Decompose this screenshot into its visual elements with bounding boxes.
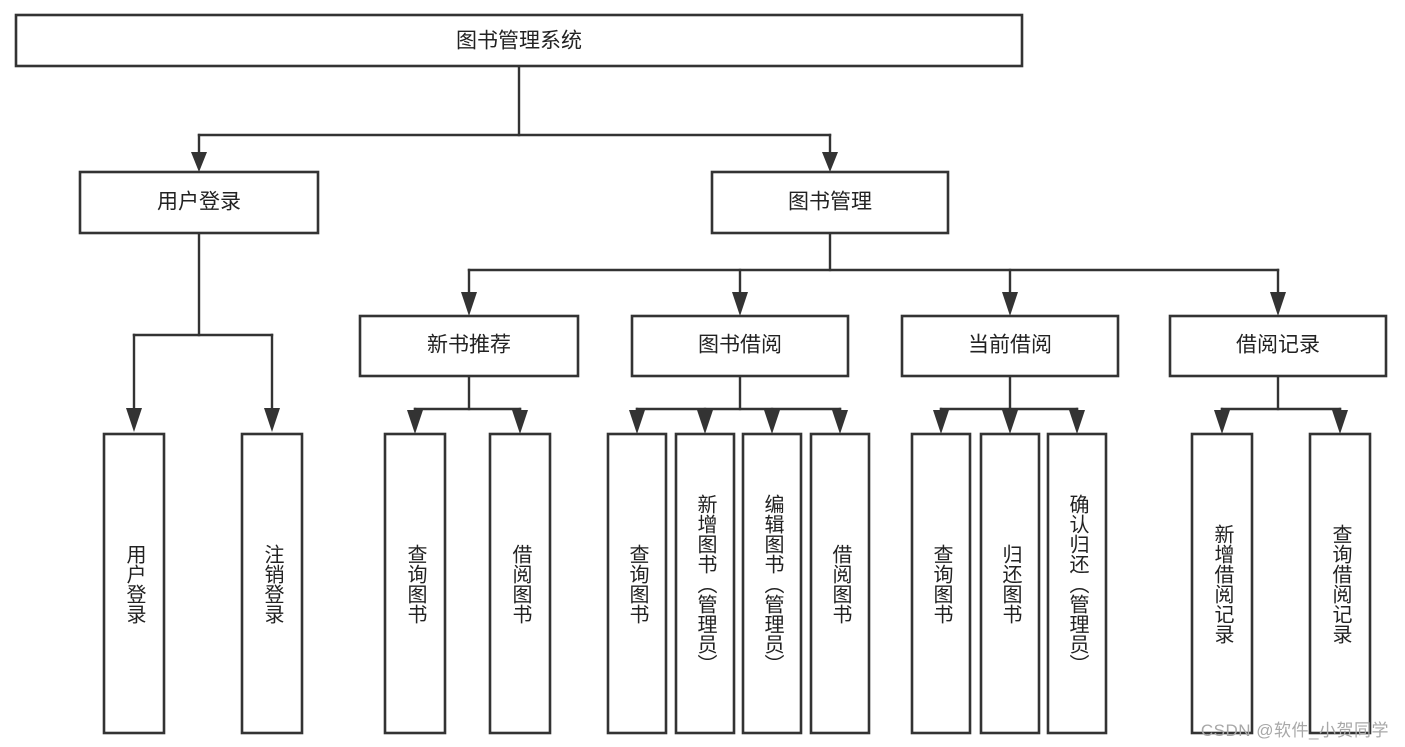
node-leaf-borrow-book[interactable]: 借阅图书 — [809, 432, 871, 735]
arrow-to-user-login — [191, 152, 207, 172]
node-leaf-add-record-box[interactable] — [1190, 432, 1254, 735]
arrow-to-leaf-cur-query — [933, 410, 949, 434]
arrow-to-current-borrow — [1002, 292, 1018, 316]
arrow-to-leaf-confirm-return — [1069, 410, 1085, 434]
node-book-manage[interactable]: 图书管理 — [710, 170, 950, 235]
arrow-to-leaf-rec-query — [407, 410, 423, 434]
node-leaf-query-record[interactable]: 查询借阅记录 — [1308, 432, 1372, 735]
arrow-to-leaf-edit-book — [764, 410, 780, 434]
arrow-to-new-book-rec — [461, 292, 477, 316]
arrow-to-leaf-return-book — [1002, 410, 1018, 434]
node-new-book-rec-box[interactable] — [358, 314, 580, 378]
node-leaf-logout[interactable]: 注销登录 — [240, 432, 304, 735]
node-leaf-borrow-query-label: 查询图书 — [626, 544, 649, 624]
arrow-to-leaf-borrow-book — [832, 410, 848, 434]
node-leaf-return-book-box[interactable] — [979, 432, 1041, 735]
node-leaf-edit-book[interactable]: 编辑图书（管理员） — [741, 432, 803, 735]
node-borrow-record-box[interactable] — [1168, 314, 1388, 378]
node-leaf-cur-query-label: 查询图书 — [930, 544, 953, 624]
node-leaf-edit-book-label: 编辑图书（管理员） — [761, 494, 784, 674]
node-leaf-confirm-return[interactable]: 确认归还（管理员） — [1046, 432, 1108, 735]
node-leaf-rec-query[interactable]: 查询图书 — [383, 432, 447, 735]
node-leaf-user-login-box[interactable] — [102, 432, 166, 735]
node-leaf-add-record[interactable]: 新增借阅记录 — [1190, 432, 1254, 735]
node-leaf-add-book-label: 新增图书（管理员） — [694, 494, 717, 674]
node-leaf-return-book-label: 归还图书 — [999, 544, 1022, 624]
node-leaf-rec-query-box[interactable] — [383, 432, 447, 735]
node-user-login-box[interactable] — [78, 170, 320, 235]
node-leaf-add-record-label: 新增借阅记录 — [1211, 524, 1234, 644]
arrow-to-borrow-record — [1270, 292, 1286, 316]
node-leaf-return-book[interactable]: 归还图书 — [979, 432, 1041, 735]
node-leaf-logout-box[interactable] — [240, 432, 304, 735]
node-leaf-add-book-box[interactable] — [674, 432, 736, 735]
node-new-book-rec[interactable]: 新书推荐 — [358, 314, 580, 378]
arrow-to-leaf-add-book — [697, 410, 713, 434]
node-leaf-query-record-label: 查询借阅记录 — [1329, 524, 1352, 644]
node-leaf-confirm-return-label: 确认归还（管理员） — [1066, 494, 1089, 674]
node-leaf-user-login-label: 用户登录 — [123, 544, 146, 624]
node-leaf-user-login[interactable]: 用户登录 — [102, 432, 166, 735]
node-leaf-confirm-return-box[interactable] — [1046, 432, 1108, 735]
node-leaf-add-book[interactable]: 新增图书（管理员） — [674, 432, 736, 735]
node-book-manage-label: 图书管理 — [788, 191, 872, 214]
arrow-to-leaf-add-record — [1214, 410, 1230, 434]
node-root-label: 图书管理系统 — [456, 30, 582, 53]
node-leaf-borrow-book-label: 借阅图书 — [829, 544, 852, 624]
connector-layer — [126, 64, 1348, 434]
node-current-borrow-label: 当前借阅 — [968, 334, 1052, 357]
node-root[interactable]: 图书管理系统 — [14, 13, 1024, 68]
arrow-to-leaf-query-record — [1332, 410, 1348, 434]
arrow-to-book-manage — [822, 152, 838, 172]
node-book-manage-box[interactable] — [710, 170, 950, 235]
node-leaf-query-record-box[interactable] — [1308, 432, 1372, 735]
node-leaf-rec-borrow-label: 借阅图书 — [509, 544, 532, 624]
node-new-book-rec-label: 新书推荐 — [427, 334, 511, 357]
node-current-borrow[interactable]: 当前借阅 — [900, 314, 1120, 378]
node-book-borrow-box[interactable] — [630, 314, 850, 378]
node-user-login[interactable]: 用户登录 — [78, 170, 320, 235]
arrow-to-leaf-borrow-query — [629, 410, 645, 434]
node-leaf-cur-query-box[interactable] — [910, 432, 972, 735]
node-borrow-record[interactable]: 借阅记录 — [1168, 314, 1388, 378]
node-current-borrow-box[interactable] — [900, 314, 1120, 378]
arrow-to-leaf-rec-borrow — [512, 410, 528, 434]
arrow-to-leaf-logout — [264, 408, 280, 432]
node-leaf-borrow-book-box[interactable] — [809, 432, 871, 735]
node-leaf-cur-query[interactable]: 查询图书 — [910, 432, 972, 735]
arrow-to-leaf-user-login — [126, 408, 142, 432]
node-leaf-borrow-query-box[interactable] — [606, 432, 668, 735]
arrow-to-book-borrow — [732, 292, 748, 316]
node-leaf-rec-borrow-box[interactable] — [488, 432, 552, 735]
node-root-box[interactable] — [14, 13, 1024, 68]
node-leaf-edit-book-box[interactable] — [741, 432, 803, 735]
node-leaf-borrow-query[interactable]: 查询图书 — [606, 432, 668, 735]
node-leaf-logout-label: 注销登录 — [261, 544, 284, 624]
node-borrow-record-label: 借阅记录 — [1236, 334, 1320, 357]
node-book-borrow-label: 图书借阅 — [698, 334, 782, 357]
node-leaf-rec-borrow[interactable]: 借阅图书 — [488, 432, 552, 735]
node-user-login-label: 用户登录 — [157, 191, 241, 214]
node-leaf-rec-query-label: 查询图书 — [404, 544, 427, 624]
node-book-borrow[interactable]: 图书借阅 — [630, 314, 850, 378]
